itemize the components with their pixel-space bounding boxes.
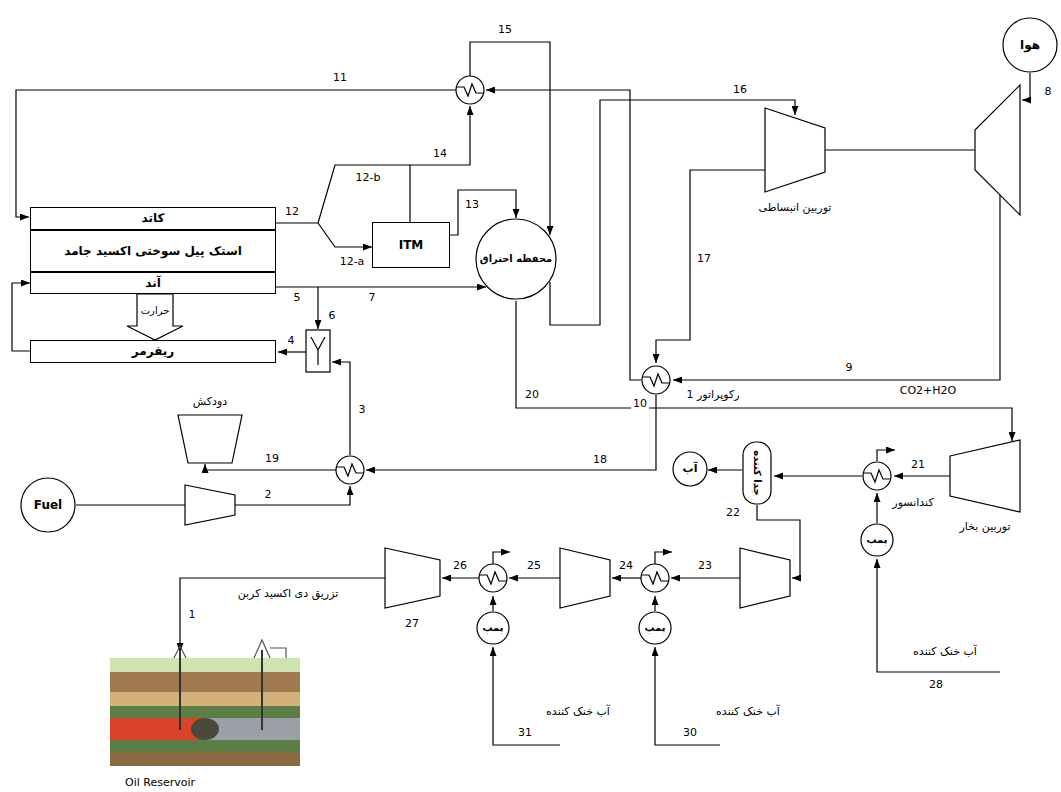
node-text: جدا کننده (751, 450, 763, 496)
node-text: Fuel (34, 498, 62, 512)
callout-label: 15 (496, 23, 514, 36)
callout-label: 17 (695, 252, 713, 265)
callout-label: توربین انبساطی (757, 201, 834, 214)
flow-connector (12, 283, 30, 351)
callout-label: 13 (463, 198, 481, 211)
callout-label: 18 (591, 453, 609, 466)
air-source: هوا (1002, 17, 1058, 73)
callout-label: 27 (403, 617, 421, 630)
circle-outline (861, 524, 893, 556)
callout-label: Oil Reservoir (123, 776, 197, 789)
callout-label: 25 (525, 559, 543, 572)
vessel-outline (743, 442, 771, 504)
oil-reservoir-illustration (110, 640, 300, 766)
node-text: آند (145, 276, 161, 290)
callout-label: 12-b (354, 171, 383, 184)
callout-label: 24 (617, 559, 635, 572)
callout-label: 31 (516, 726, 534, 739)
callout-label: 6 (327, 309, 338, 322)
callout-label: 12 (283, 205, 301, 218)
circle-outline (673, 452, 707, 486)
circle-outline (477, 612, 509, 644)
callout-label: کندانسور (890, 496, 935, 509)
circle-outline (21, 478, 75, 532)
callout-label: 4 (286, 334, 297, 347)
callout-label: 1 (187, 608, 198, 621)
pipe-lines (16, 42, 1030, 745)
fuel-cell-stack-band: استک پیل سوختی اکسید جامد (30, 230, 276, 272)
node-text: کاتد (142, 211, 165, 225)
pump-circle: پمپ (638, 611, 672, 645)
callout-label: 20 (523, 388, 541, 401)
callout-label: 21 (909, 458, 927, 471)
circle-outline (476, 219, 556, 299)
circle-outline (639, 612, 671, 644)
reformer-box: ریفرمر (30, 340, 276, 363)
flow-connector (708, 469, 742, 470)
callout-label: دودکش (191, 395, 229, 408)
callout-label: 12-a (338, 255, 367, 268)
node-text: پمپ (644, 622, 665, 634)
node-text: استک پیل سوختی اکسید جامد (64, 244, 242, 258)
callout-label: 23 (696, 559, 714, 572)
separator-vessel: جدا کننده (742, 441, 772, 505)
anode-band: آند (30, 272, 276, 294)
combustion-chamber: محفظه احتراق (475, 218, 557, 300)
water-outlet: آب (672, 451, 708, 487)
node-text: ریفرمر (132, 344, 174, 358)
node-text: پمپ (482, 622, 503, 634)
callout-label: 7 (367, 291, 378, 304)
callout-label: 10 (631, 397, 649, 410)
cathode-band: کاتد (30, 207, 276, 230)
pump-circle: پمپ (860, 523, 894, 557)
pump-circle: پمپ (476, 611, 510, 645)
node-text: پمپ (866, 534, 887, 546)
heat-exchangers (336, 76, 891, 592)
callout-label: توربین بخار (957, 520, 1012, 533)
callout-label: 9 (844, 361, 855, 374)
callout-label: 3 (357, 403, 368, 416)
callout-label: 16 (731, 83, 749, 96)
node-text: محفظه احتراق (480, 253, 552, 265)
callout-label: آب خنک کننده (714, 705, 782, 718)
flow-connector (276, 286, 486, 287)
callout-label: 28 (927, 678, 945, 691)
callout-label: 26 (451, 559, 469, 572)
node-text: هوا (1020, 38, 1040, 52)
machines (178, 85, 1020, 608)
callout-label: تزریق دی اکسید کربن (236, 587, 341, 600)
node-text: ITM (399, 238, 424, 252)
circle-outline (1003, 18, 1057, 72)
node-text: آب (683, 462, 698, 475)
callout-label: 5 (292, 291, 303, 304)
callout-label: 2 (263, 488, 274, 501)
edge-label: حرارت (141, 305, 170, 316)
itm-box: ITM (372, 222, 450, 268)
callout-label: 8 (1043, 85, 1054, 98)
callout-label: 30 (681, 726, 699, 739)
callout-label: 14 (431, 147, 449, 160)
callout-label: رکوپراتور 1 (685, 388, 742, 401)
callout-label: 11 (331, 71, 349, 84)
callout-label: 19 (263, 452, 281, 465)
callout-label: آب خنک کننده (544, 705, 612, 718)
fuel-source: Fuel (20, 477, 76, 533)
heat-arrow (127, 294, 183, 340)
flow-connector (276, 223, 372, 247)
callout-label: آب خنک کننده (911, 645, 979, 658)
connector-layer (12, 190, 742, 470)
callout-label: CO2+H2O (898, 384, 958, 397)
callout-label: 22 (724, 506, 742, 519)
